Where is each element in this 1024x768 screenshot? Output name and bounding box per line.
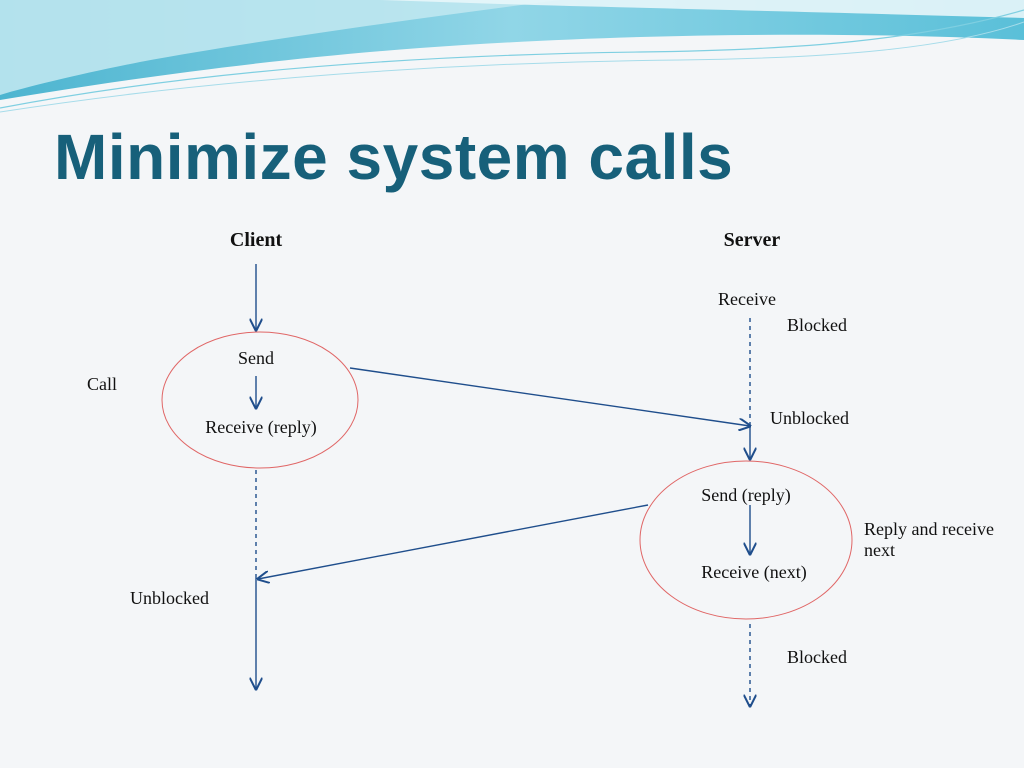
reply-and-receive-next-label: Reply and receive next bbox=[864, 519, 994, 560]
client-send-label: Send bbox=[238, 348, 274, 368]
server-send-reply-label: Send (reply) bbox=[701, 485, 791, 505]
server-blocked-label-2: Blocked bbox=[787, 647, 847, 667]
server-blocked-label-1: Blocked bbox=[787, 315, 847, 335]
server-receive-label: Receive bbox=[718, 289, 776, 309]
server-receive-next-label: Receive (next) bbox=[701, 562, 807, 582]
reply-message-arrow bbox=[258, 504, 649, 579]
client-call-ellipse bbox=[161, 331, 359, 469]
call-label: Call bbox=[87, 374, 117, 394]
client-unblocked-label: Unblocked bbox=[130, 588, 209, 608]
client-receive-reply-label: Receive (reply) bbox=[205, 417, 317, 437]
server-reply-ellipse bbox=[639, 460, 853, 620]
header-wave-banner bbox=[0, 0, 1024, 113]
send-message-arrow bbox=[349, 367, 750, 426]
client-header: Client bbox=[229, 229, 283, 251]
server-unblocked-label: Unblocked bbox=[770, 408, 849, 428]
server-header: Server bbox=[723, 229, 781, 251]
slide-title: Minimize system calls bbox=[54, 121, 734, 193]
